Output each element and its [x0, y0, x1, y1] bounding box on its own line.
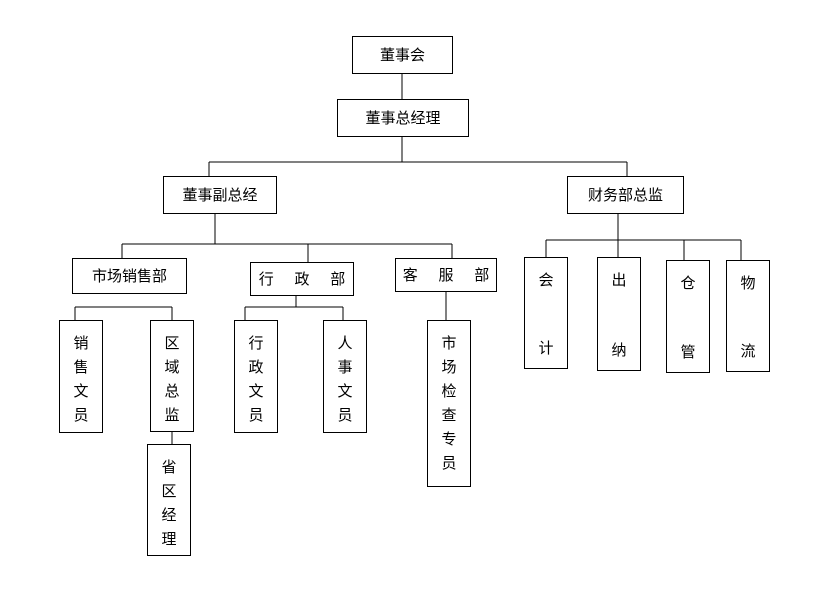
node-market-inspector: 市场检查专员 [427, 320, 471, 487]
node-market-inspector-char-1: 市 [441, 334, 457, 352]
accounting-char-2: 计 [538, 339, 554, 357]
node-vice-general-manager: 董事副总经 [163, 176, 277, 214]
node-regional-director-char-2: 域 [164, 358, 180, 376]
node-regional-director-char-4: 监 [164, 406, 180, 424]
node-admin-dept: 行 政 部 [250, 262, 354, 296]
node-regional-director-char-3: 总 [164, 382, 180, 400]
node-province-manager: 省区经理 [147, 444, 191, 556]
node-accounting: 会 计 [524, 257, 568, 369]
node-province-manager-char-2: 区 [161, 482, 177, 500]
logistics-char-2: 流 [740, 342, 756, 360]
node-warehouse: 仓 管 [666, 260, 710, 373]
cashier-char-1: 出 [611, 271, 627, 289]
node-market-inspector-char-3: 检 [441, 382, 457, 400]
node-market-inspector-char-6: 员 [441, 454, 457, 472]
logistics-char-1: 物 [740, 274, 756, 292]
node-province-manager-char-3: 经 [161, 506, 177, 524]
node-sales-clerk: 销售文员 [59, 320, 103, 433]
node-logistics: 物 流 [726, 260, 770, 372]
node-marketing-dept: 市场销售部 [72, 258, 187, 294]
node-sales-clerk-char-1: 销 [73, 334, 89, 352]
node-admin-clerk-char-4: 员 [248, 406, 264, 424]
node-market-inspector-char-2: 场 [441, 358, 457, 376]
node-hr-clerk-char-1: 人 [337, 334, 353, 352]
accounting-char-1: 会 [538, 271, 554, 289]
node-hr-clerk-char-2: 事 [337, 358, 353, 376]
node-service-dept: 客 服 部 [395, 258, 497, 292]
node-general-manager: 董事总经理 [337, 99, 469, 137]
node-hr-clerk-char-3: 文 [337, 382, 353, 400]
node-province-manager-char-1: 省 [161, 458, 177, 476]
warehouse-char-2: 管 [680, 343, 696, 361]
node-regional-director-char-1: 区 [164, 334, 180, 352]
node-market-inspector-char-4: 查 [441, 406, 457, 424]
node-sales-clerk-char-3: 文 [73, 382, 89, 400]
node-admin-clerk: 行政文员 [234, 320, 278, 433]
node-hr-clerk-char-4: 员 [337, 406, 353, 424]
node-board: 董事会 [352, 36, 453, 74]
node-admin-clerk-char-1: 行 [248, 334, 264, 352]
node-hr-clerk: 人事文员 [323, 320, 367, 433]
cashier-char-2: 纳 [611, 341, 627, 359]
node-finance-director: 财务部总监 [567, 176, 684, 214]
warehouse-char-1: 仓 [680, 274, 696, 292]
node-sales-clerk-char-2: 售 [73, 358, 89, 376]
node-province-manager-char-4: 理 [161, 530, 177, 548]
node-regional-director: 区域总监 [150, 320, 194, 432]
node-market-inspector-char-5: 专 [441, 430, 457, 448]
node-admin-clerk-char-3: 文 [248, 382, 264, 400]
node-admin-clerk-char-2: 政 [248, 358, 264, 376]
node-sales-clerk-char-4: 员 [73, 406, 89, 424]
node-cashier: 出 纳 [597, 257, 641, 371]
